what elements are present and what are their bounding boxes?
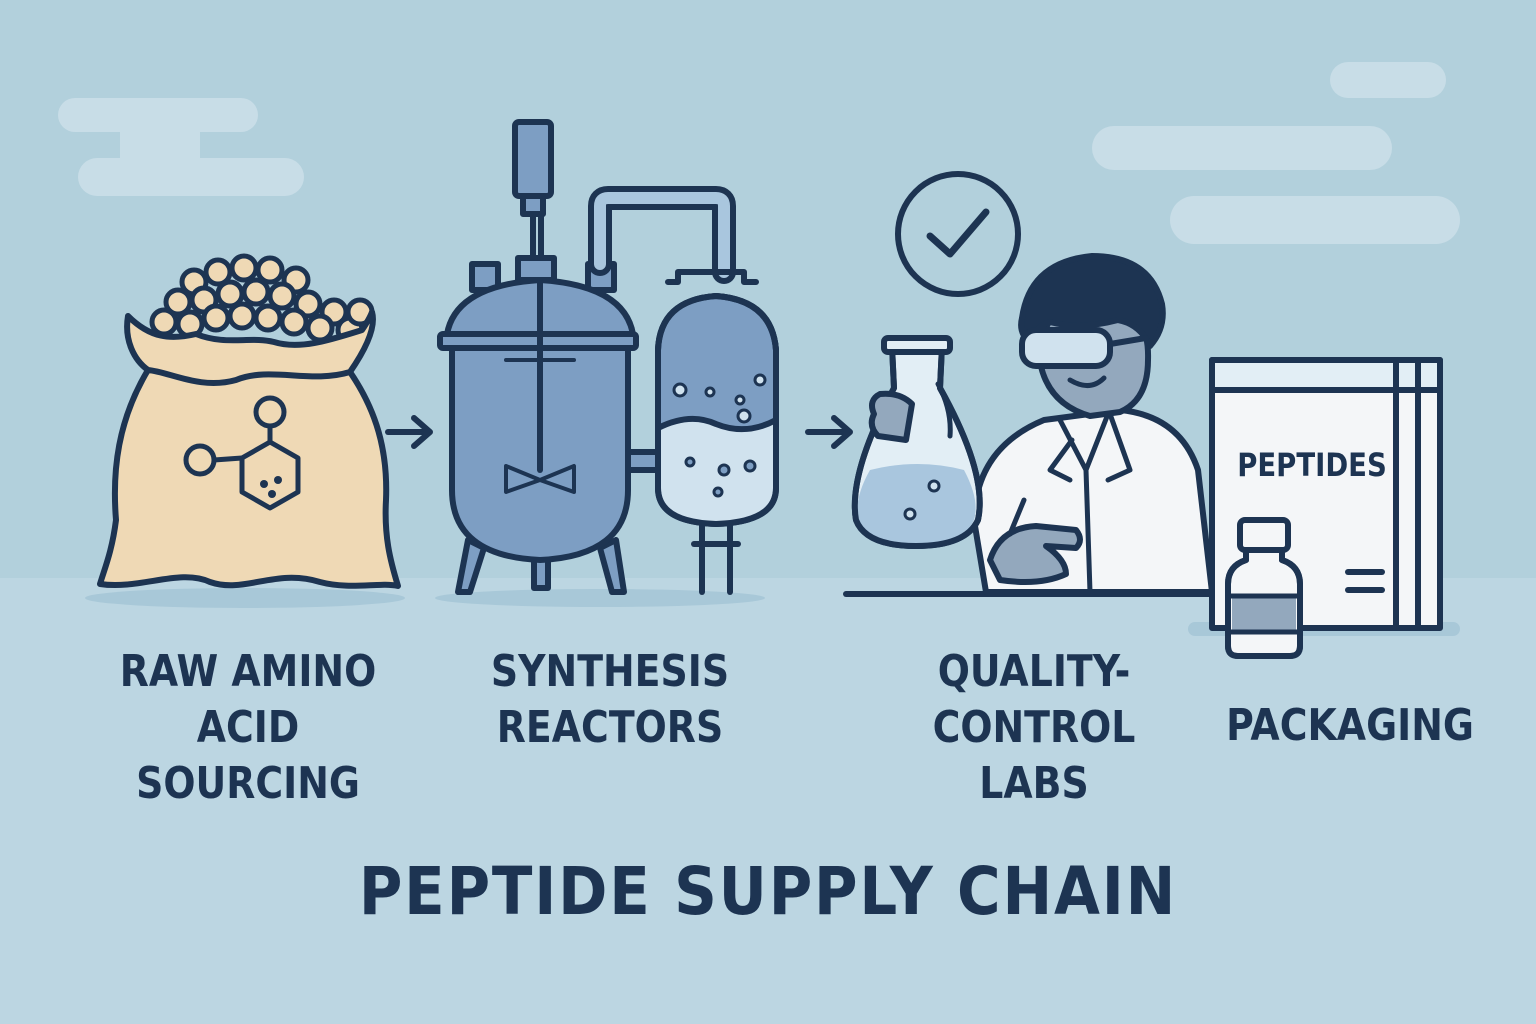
stage-label-line: SOURCING bbox=[136, 758, 360, 809]
page-title: PEPTIDE SUPPLY CHAIN bbox=[358, 853, 1178, 930]
amino-acid-sack-icon bbox=[85, 253, 405, 608]
peptide-vial-icon bbox=[1225, 517, 1303, 659]
cloud-left bbox=[58, 98, 304, 196]
stage-label-line: PACKAGING bbox=[1226, 700, 1474, 751]
stage-label-synthesis-reactors: SYNTHESIS REACTORS bbox=[481, 644, 739, 756]
stage-label-packaging: PACKAGING bbox=[1226, 698, 1474, 754]
stage-label-line: CONTROL LABS bbox=[932, 702, 1136, 809]
stage-label-line: SYNTHESIS bbox=[490, 646, 730, 697]
synthesis-reactor-icon bbox=[435, 119, 779, 607]
stage-label-line: RAW AMINO bbox=[119, 646, 377, 697]
cloud-right bbox=[1092, 62, 1460, 244]
box-label: PEPTIDES bbox=[1237, 447, 1387, 485]
flow-arrow-icon bbox=[385, 415, 433, 449]
flow-arrow-icon bbox=[805, 415, 853, 449]
quality-control-lab-icon bbox=[843, 171, 1215, 597]
stage-label-quality-control-labs: QUALITY- CONTROL LABS bbox=[886, 644, 1182, 812]
stage-label-line: REACTORS bbox=[496, 702, 724, 753]
stage-label-line: ACID bbox=[196, 702, 300, 753]
stage-label-line: QUALITY- bbox=[937, 646, 1131, 697]
stage-label-raw-amino-acid-sourcing: RAW AMINO ACID SOURCING bbox=[119, 644, 377, 812]
